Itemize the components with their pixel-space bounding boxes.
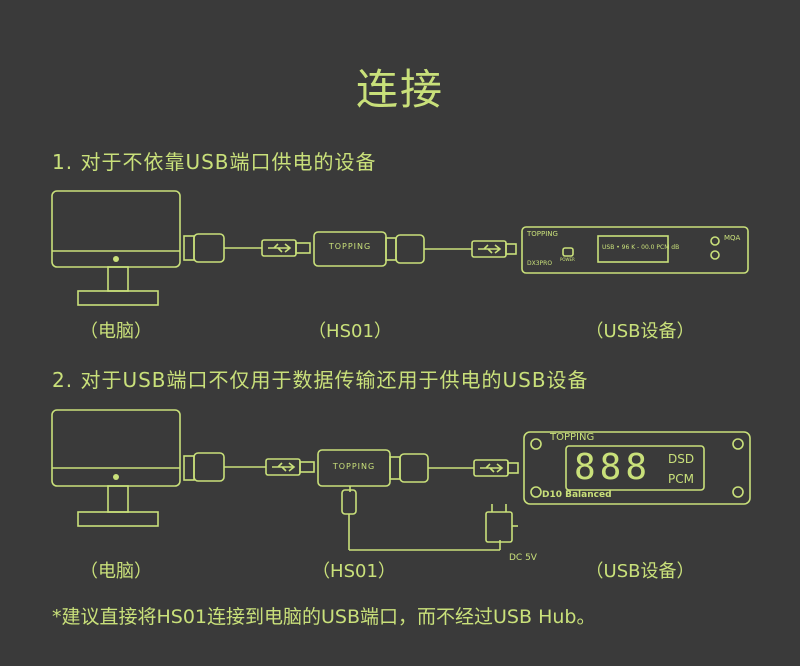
usb-plug-icon-2a	[183, 452, 266, 482]
page-title: 连接	[355, 65, 444, 114]
hs01-adapter-icon-2	[317, 449, 391, 492]
usb-dac-device-icon-1	[521, 226, 749, 274]
usb-symbol-connector-icon-1a	[261, 239, 311, 257]
device-digits: 888	[574, 447, 652, 488]
section1-heading: 1. 对于不依靠USB端口供电的设备	[52, 150, 377, 174]
computer-monitor-icon-1	[51, 190, 181, 306]
usb-plug-icon-1a	[183, 233, 262, 263]
label-computer-2: （电脑）	[80, 561, 152, 582]
label-computer-1: （电脑）	[80, 321, 152, 342]
adapter-brand-1: TOPPING	[328, 242, 372, 251]
device-model-1: DX3PRO	[527, 260, 553, 267]
device-display-1: USB • 96 K - 00.0 PCM dB	[602, 244, 680, 251]
usb-symbol-connector-icon-2a	[265, 458, 315, 476]
label-device-1: （USB设备）	[585, 321, 695, 342]
label-device-2: （USB设备）	[585, 561, 695, 582]
device-brand-1: TOPPING	[527, 230, 558, 238]
device-brand-2: TOPPING	[550, 432, 595, 443]
device-pcm-indicator: PCM	[668, 472, 694, 486]
computer-monitor-icon-2	[51, 409, 181, 527]
power-adapter-icon	[485, 504, 518, 543]
mqa-badge: MQA	[724, 234, 741, 242]
usb-plug-icon-2b	[389, 453, 474, 483]
power-cable-icon	[341, 489, 501, 551]
footnote: *建议直接将HS01连接到电脑的USB端口，而不经过USB Hub。	[52, 606, 596, 628]
power-label: DC 5V	[509, 553, 537, 563]
usb-symbol-connector-icon-1b	[471, 240, 517, 258]
usb-symbol-connector-icon-2b	[473, 459, 519, 477]
device-button-label-1: POWER	[560, 257, 575, 262]
device-model-2: D10 Balanced	[542, 490, 612, 500]
label-adapter-2: （HS01）	[312, 561, 396, 582]
section2-heading: 2. 对于USB端口不仅用于数据传输还用于供电的USB设备	[52, 368, 589, 392]
usb-dac-device-icon-2	[523, 431, 751, 505]
device-dsd-indicator: DSD	[668, 452, 695, 466]
adapter-brand-2: TOPPING	[332, 462, 376, 471]
label-adapter-1: （HS01）	[308, 321, 392, 342]
usb-plug-icon-1b	[385, 234, 472, 264]
